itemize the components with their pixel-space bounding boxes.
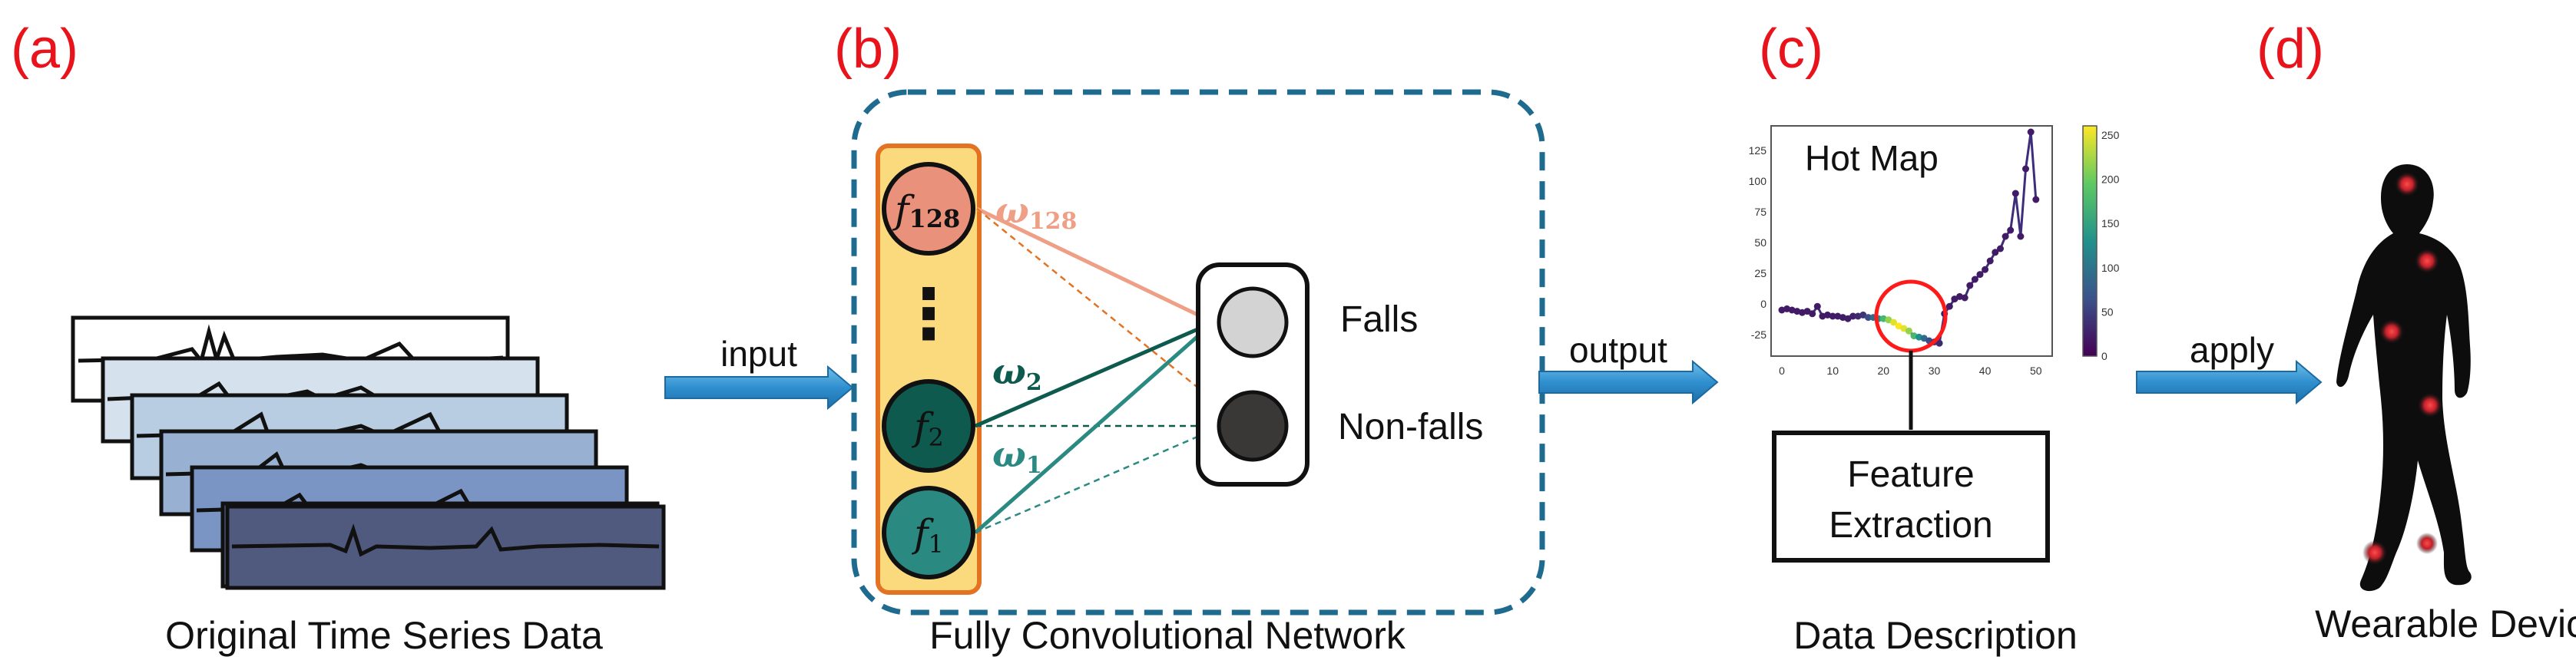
feature-extraction-box [1772, 431, 2050, 563]
input-label: input [720, 334, 797, 374]
ellipsis: ⋮ [894, 274, 963, 355]
feature-line-1: Feature [1847, 454, 1974, 495]
plot-title: Hot Map [1805, 138, 1939, 178]
data-point [2002, 233, 2009, 240]
weight-w2: ω2 [992, 351, 1042, 396]
y-tick-label: 125 [1749, 144, 1767, 157]
caption-b: Fully Convolutional Network [929, 614, 1406, 657]
x-tick-label: 0 [1779, 365, 1785, 377]
caption-d: Wearable Device [2315, 602, 2576, 645]
data-point [1890, 318, 1897, 326]
colorbar-tick-label: 150 [2101, 217, 2120, 229]
data-point [2011, 190, 2019, 197]
series-line-7 [231, 523, 660, 557]
sensor-head [2395, 172, 2419, 196]
data-point [1997, 245, 2004, 252]
data-point [1829, 312, 1836, 320]
node-f2: f2 [882, 379, 975, 473]
data-point [1992, 249, 1999, 256]
label-falls: Falls [1340, 299, 1418, 340]
data-point [1982, 266, 1989, 273]
output-label: output [1569, 330, 1667, 370]
sensor-ankle [2362, 540, 2387, 565]
data-point [1859, 311, 1867, 318]
data-point [1961, 294, 1968, 302]
data-point [1966, 282, 1974, 289]
data-point [1809, 310, 1816, 318]
x-tick-label: 40 [1979, 365, 1992, 377]
panel-a-label: (a) [11, 18, 78, 80]
colorbar-tick-label: 250 [2101, 129, 2120, 141]
data-point [2022, 165, 2029, 173]
input-arrow [664, 365, 854, 411]
data-point [1865, 314, 1872, 322]
body-shape [2336, 164, 2472, 592]
node-f1: f1 [882, 486, 975, 579]
node-f2-label: f2 [911, 404, 944, 452]
y-tick-label: 100 [1749, 175, 1767, 187]
x-tick-label: 10 [1826, 365, 1839, 377]
weight-w1: ω1 [992, 434, 1042, 479]
y-tick-labels: 125 100 75 50 25 0 -25 [1749, 144, 1767, 341]
plot-frame [1770, 125, 2053, 357]
colorbar-tick-label: 50 [2101, 305, 2114, 318]
y-tick-label: 0 [1760, 298, 1766, 310]
colorbar-tick-label: 100 [2101, 262, 2120, 274]
feature-column [876, 144, 982, 595]
apply-label: apply [2190, 330, 2274, 370]
colorbar-tick-labels: 250 200 150 100 50 0 [2101, 129, 2120, 362]
output-node-nonfalls [1217, 390, 1289, 462]
y-tick-label: 25 [1754, 267, 1766, 279]
data-point [2032, 196, 2040, 203]
output-node-falls [1217, 286, 1289, 358]
y-tick-label: -25 [1751, 328, 1766, 341]
colorbar-tick-label: 0 [2101, 350, 2107, 362]
panel-b-label: (b) [834, 18, 902, 80]
data-point [1935, 339, 1943, 347]
caption-a: Original Time Series Data [165, 614, 603, 657]
x-tick-label: 30 [1929, 365, 1941, 377]
data-point [1905, 327, 1912, 335]
time-series-stack [71, 315, 666, 590]
data-point [1945, 302, 1953, 310]
data-point [2017, 233, 2025, 240]
panel-c-label: (c) [1759, 18, 1823, 80]
colorbar-tick-label: 200 [2101, 173, 2120, 186]
x-tick-label: 20 [1878, 365, 1890, 377]
body-silhouette [2336, 164, 2472, 592]
caption-c: Data Description [1793, 614, 2078, 657]
connections [974, 206, 1220, 534]
y-tick-label: 50 [1754, 236, 1766, 249]
apply-arrow [2136, 359, 2323, 405]
data-point [1813, 302, 1821, 310]
data-point [1976, 271, 1984, 279]
y-tick-label: 75 [1754, 206, 1766, 218]
data-point [1986, 257, 1994, 265]
output-arrow [1538, 359, 1719, 405]
label-nonfalls: Non-falls [1338, 407, 1483, 447]
weight-w128: ω128 [995, 190, 1077, 235]
data-point [1971, 276, 1978, 283]
x-tick-label: 50 [2030, 365, 2042, 377]
sensor-wrist [2418, 393, 2442, 418]
node-f128: f128 [882, 162, 975, 256]
x-tick-labels: 0 10 20 30 40 50 [1779, 365, 2042, 377]
sensor-chest [2415, 249, 2439, 273]
panel-d-label: (d) [2256, 18, 2324, 80]
feature-line-2: Extraction [1829, 505, 1992, 546]
data-point [2027, 128, 2035, 136]
sensor-waist [2379, 319, 2404, 344]
data-point [1849, 312, 1857, 320]
sensor-knee [2416, 533, 2438, 554]
data-point [2007, 226, 2015, 234]
colorbar [2082, 125, 2098, 357]
